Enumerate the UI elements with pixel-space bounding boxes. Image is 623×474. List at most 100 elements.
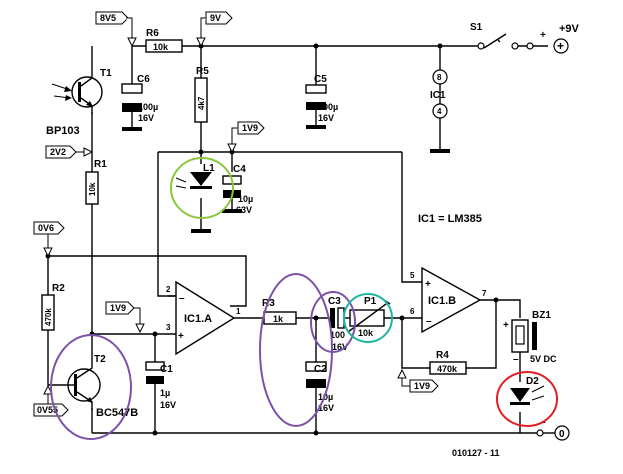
value-c5-2: 16V xyxy=(318,113,334,123)
capacitor-c5 xyxy=(305,84,327,110)
value-bz1: 5V DC xyxy=(530,354,557,364)
value-r3: 1k xyxy=(273,314,284,324)
tag-0v6 xyxy=(33,221,65,258)
resistor-r5 xyxy=(194,77,208,123)
transistor-t2 xyxy=(66,334,101,410)
label-t2: T2 xyxy=(94,354,106,365)
value-c4-1: 10µ xyxy=(238,194,253,204)
label-0v55: 0V55 xyxy=(37,405,58,415)
label-8v5: 8V5 xyxy=(100,13,116,23)
label-c4: C4 xyxy=(233,164,246,175)
capacitor-c6 xyxy=(121,83,143,112)
label-p1: P1 xyxy=(364,296,377,307)
highlight-ring-l1 xyxy=(170,157,234,219)
label-d2: D2 xyxy=(526,376,539,387)
ic1-pin4 xyxy=(432,103,448,119)
figure-code: 010127 - 11 xyxy=(452,448,500,458)
value-c2-1: 10µ xyxy=(318,392,333,402)
bz1-plus: + xyxy=(503,320,509,331)
terminal-0 xyxy=(554,425,570,441)
value-p1: 10k xyxy=(358,328,374,338)
pin-6: 6 xyxy=(410,307,415,316)
label-9v: 9V xyxy=(210,13,221,23)
label-c5: C5 xyxy=(314,74,327,85)
capacitor-c2 xyxy=(305,361,327,388)
resistor-r1 xyxy=(85,171,99,205)
highlight-ring-p1 xyxy=(343,293,393,343)
pin-2: 2 xyxy=(166,285,171,294)
label-ic1: IC1 xyxy=(430,90,446,101)
tag-1v9-mid xyxy=(105,301,145,334)
phototransistor-t1 xyxy=(51,70,103,114)
tag-2v2 xyxy=(45,145,94,159)
ic1a-plus: + xyxy=(178,331,184,342)
highlight-ring-c3 xyxy=(310,291,356,353)
label-r5: R5 xyxy=(196,66,209,77)
terminal-9v-inner xyxy=(526,42,534,50)
value-r4: 470k xyxy=(437,364,458,374)
bz1-minus: – xyxy=(513,354,519,365)
value-r2: 470k xyxy=(44,308,53,326)
resistor-r2 xyxy=(41,294,55,331)
value-c6-1: 100µ xyxy=(138,102,158,112)
resistor-r6 xyxy=(145,39,183,53)
value-c5-1: 100µ xyxy=(318,102,338,112)
opamp-ic1b xyxy=(421,266,482,334)
label-r6: R6 xyxy=(146,28,159,39)
ic1b-minus: – xyxy=(426,316,432,327)
switch-s1 xyxy=(477,33,519,50)
junction-dots xyxy=(45,43,499,436)
potentiometer-p1 xyxy=(347,299,391,333)
tag-1v9-top xyxy=(227,121,265,154)
label-l1: L1 xyxy=(203,163,215,174)
resistor-r4 xyxy=(429,361,467,375)
label-plus9v: +9V xyxy=(559,23,580,35)
label-r4: R4 xyxy=(436,350,449,361)
label-c3: C3 xyxy=(328,296,341,307)
label-pin8: 8 xyxy=(437,73,442,82)
terminal-9v-plus: + xyxy=(557,39,564,53)
ic-note: IC1 = LM385 xyxy=(418,213,482,225)
tag-8v5 xyxy=(95,11,137,48)
terminal-9v xyxy=(553,38,569,54)
label-pin4: 4 xyxy=(437,107,442,116)
tag-0v55 xyxy=(33,384,69,417)
led-l1 xyxy=(175,172,212,189)
terminal-plus-mark: + xyxy=(540,30,546,41)
value-c2-2: 16V xyxy=(318,403,334,413)
label-t1: T1 xyxy=(100,68,112,79)
led-d2 xyxy=(510,385,545,405)
label-c2: C2 xyxy=(314,364,327,375)
capacitor-c1 xyxy=(145,361,165,384)
value-c1-2: 16V xyxy=(160,400,176,410)
label-c1: C1 xyxy=(160,364,173,375)
label-r3: R3 xyxy=(262,298,275,309)
label-2v2: 2V2 xyxy=(50,147,66,157)
label-c6: C6 xyxy=(137,74,150,85)
terminal-0-inner xyxy=(536,429,544,437)
value-r5: 4k7 xyxy=(197,96,206,110)
value-c3-2: 16V xyxy=(332,342,348,352)
value-r6: 10k xyxy=(153,42,169,52)
label-r1: R1 xyxy=(94,159,107,170)
highlight-ring-d2 xyxy=(496,371,558,427)
tag-9v xyxy=(196,11,233,48)
value-r1: 10k xyxy=(88,182,97,196)
opamp-ic1a xyxy=(168,280,236,356)
ground-symbols xyxy=(122,125,450,233)
pin-1: 1 xyxy=(236,307,241,316)
ic1a-minus: – xyxy=(179,293,185,304)
pin-7: 7 xyxy=(482,289,487,298)
label-ic1a: IC1.A xyxy=(184,313,212,325)
ic1-pin8 xyxy=(432,69,448,85)
terminal-0-label: 0 xyxy=(559,429,565,440)
ic1b-plus: + xyxy=(425,279,431,290)
value-c4-2: 63V xyxy=(236,205,252,215)
value-c3-1: 100 xyxy=(330,330,345,340)
buzzer-bz1 xyxy=(511,319,537,353)
label-1v9-low: 1V9 xyxy=(414,381,430,391)
type-t2: BC547B xyxy=(96,407,138,419)
label-0v6: 0V6 xyxy=(38,223,54,233)
label-r2: R2 xyxy=(52,283,65,294)
